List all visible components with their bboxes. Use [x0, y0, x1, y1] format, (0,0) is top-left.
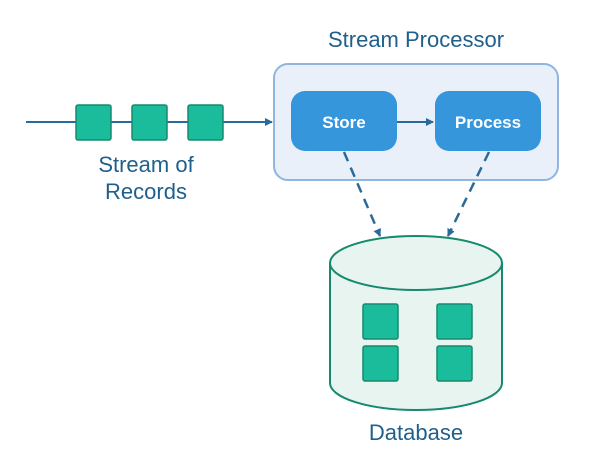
stream-record	[75, 104, 112, 141]
stream-record	[187, 104, 224, 141]
stream-processor-title: Stream Processor	[328, 27, 504, 52]
process-to-database-arrow	[446, 151, 491, 237]
database-record	[436, 345, 473, 382]
process-node-label: Process	[455, 113, 521, 132]
stream-label-line1: Stream of	[98, 152, 194, 177]
process-node	[435, 91, 541, 151]
database-record	[362, 345, 399, 382]
database-record	[436, 303, 473, 340]
database-cylinder	[329, 235, 503, 411]
store-node	[291, 91, 397, 151]
database-top	[329, 235, 503, 291]
store-to-database-arrow	[342, 151, 382, 237]
stream-label-line2: Records	[105, 179, 187, 204]
database-label: Database	[369, 420, 463, 445]
database-record	[362, 303, 399, 340]
store-node-label: Store	[322, 113, 365, 132]
stream-record	[131, 104, 168, 141]
